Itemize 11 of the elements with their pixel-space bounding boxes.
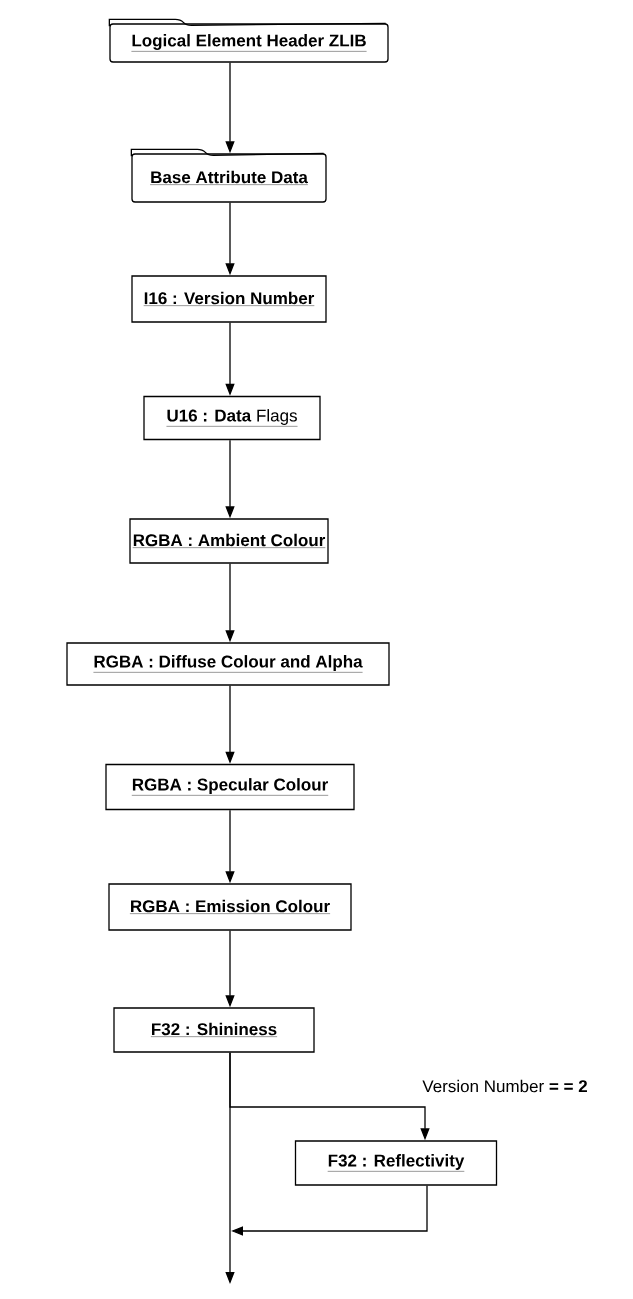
process-box: F32 : Shininess — [113, 1007, 315, 1053]
process-box: RGBA : Emission Colour — [108, 883, 352, 931]
process-box: RGBA : Diffuse Colour and Alpha — [66, 642, 390, 686]
process-box: RGBA : Specular Colour — [105, 763, 355, 811]
process-box: RGBA : Ambient Colour — [129, 518, 329, 564]
process-box: U16 : Data Flags — [143, 395, 321, 441]
process-box: F32 : Reflectivity — [294, 1140, 498, 1186]
folder-box: Logical Element Header ZLIB — [108, 18, 389, 63]
edge-label: Version Number = = 2 — [421, 1078, 589, 1094]
folder-box: Base Attribute Data — [130, 148, 327, 203]
process-box: I16 : Version Number — [131, 275, 327, 323]
